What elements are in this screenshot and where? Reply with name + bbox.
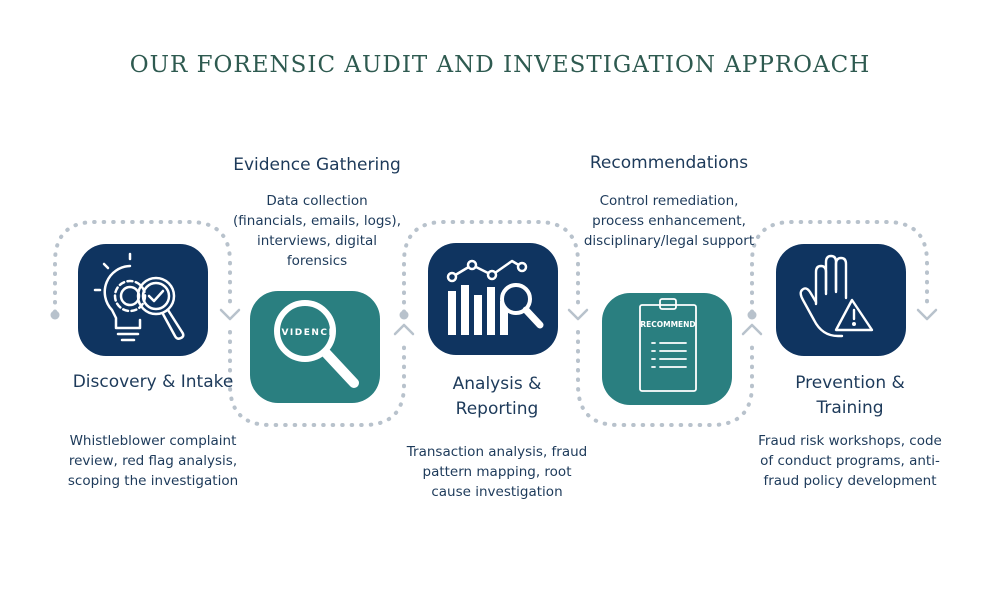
stage-3-title: Analysis & Reporting xyxy=(452,374,542,419)
stage-2-icon-box: EVIDENCE xyxy=(250,291,380,403)
connector-arc-1 xyxy=(53,220,232,314)
connector-dot xyxy=(747,310,757,320)
clipboard-checklist-icon: RECOMMEND xyxy=(639,298,697,392)
stage-1-icon-box xyxy=(78,244,208,356)
connector-dot xyxy=(50,310,60,320)
stage-1-title: Discovery & Intake xyxy=(72,372,234,392)
stage-4-icon-box: RECOMMEND xyxy=(602,293,732,405)
connector-arrow-down xyxy=(219,308,241,321)
stage-2-description: Data collection (financials, emails, log… xyxy=(233,193,401,269)
stage-1-description: Whistleblower complaint review, red flag… xyxy=(67,433,239,489)
stage-2-title: Evidence Gathering xyxy=(233,155,401,175)
lightbulb-gear-magnifier-icon xyxy=(93,252,185,342)
evidence-magnifier-icon: EVIDENCE xyxy=(274,300,359,388)
evidence-label: EVIDENCE xyxy=(274,328,336,338)
stage-5-description: Fraud risk workshops, code of conduct pr… xyxy=(758,433,942,489)
connector-arrow-down xyxy=(916,308,938,321)
stop-hand-warning-icon xyxy=(799,254,874,338)
connector-arrow-up xyxy=(393,323,415,336)
bar-chart-magnifier-icon xyxy=(446,259,544,335)
stage-5-title: Prevention & Training xyxy=(795,373,905,418)
stage-3-icon-box xyxy=(428,243,558,355)
stage-4-description: Control remediation, process enhancement… xyxy=(583,193,755,249)
connector-arrow-up xyxy=(741,323,763,336)
page-title: OUR FORENSIC AUDIT AND INVESTIGATION APP… xyxy=(129,52,871,78)
connector-dot xyxy=(399,310,409,320)
connector-arc-5 xyxy=(750,220,929,314)
stage-5-icon-box xyxy=(776,244,906,356)
recommend-label: RECOMMEND xyxy=(640,320,695,329)
connector-arrow-down xyxy=(567,308,589,321)
stage-4-title: Recommendations xyxy=(589,153,749,173)
stage-3-description: Transaction analysis, fraud pattern mapp… xyxy=(406,444,588,500)
connector-arc-3 xyxy=(402,220,580,314)
